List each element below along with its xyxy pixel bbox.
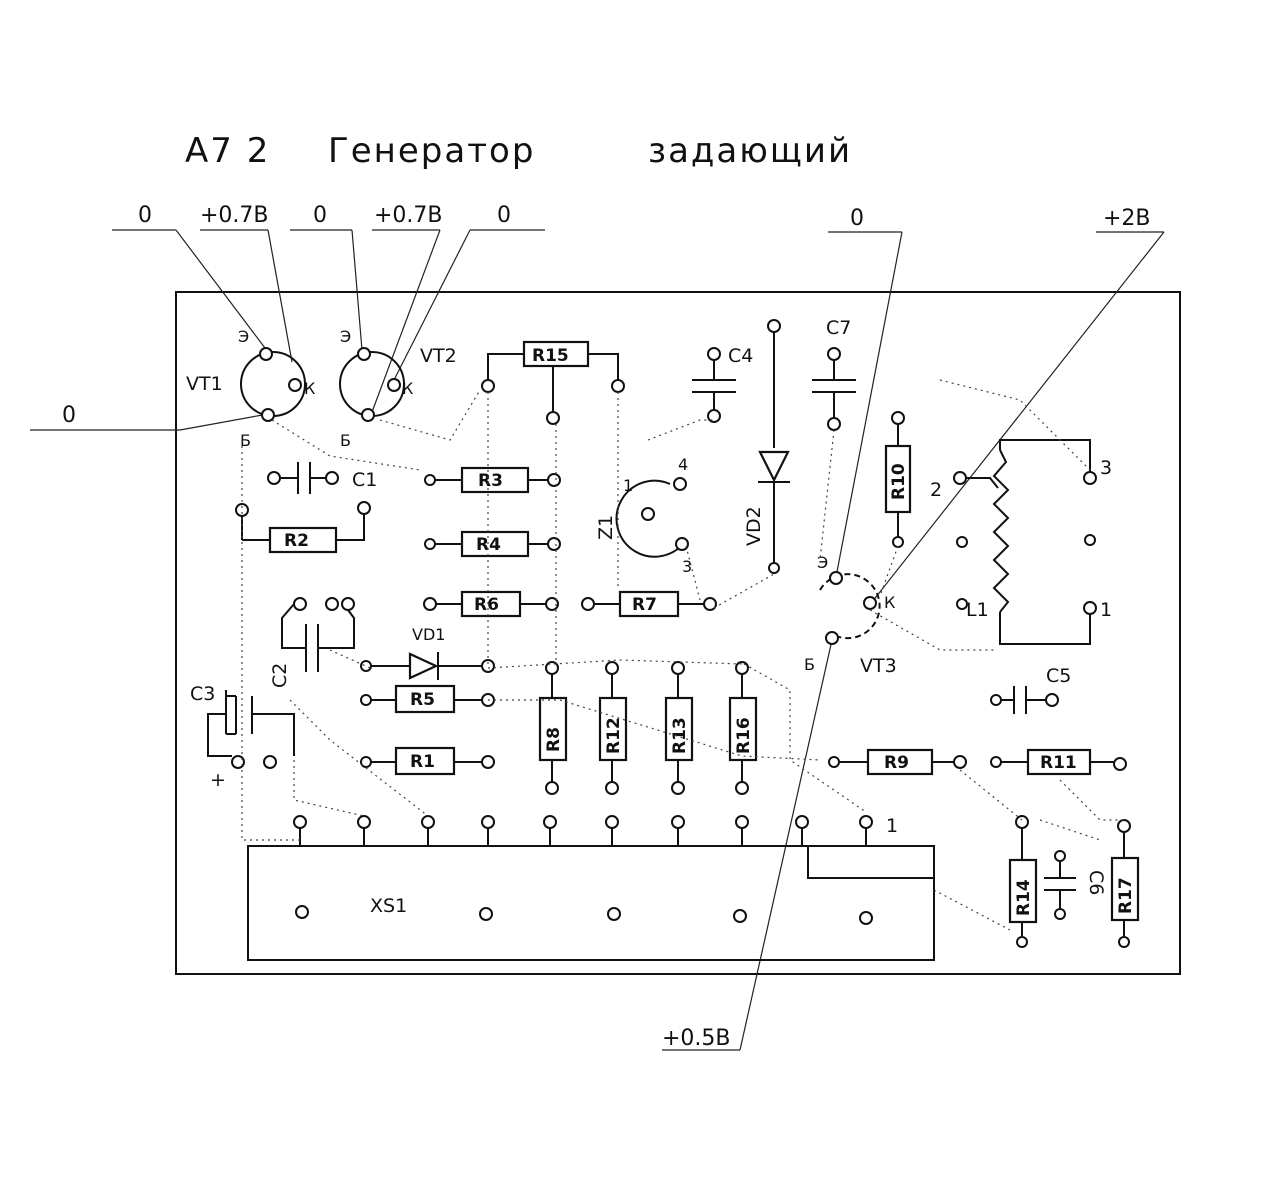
capacitor-c2: C2: [269, 597, 355, 688]
r7-label: R7: [632, 595, 657, 615]
c1-label: C1: [352, 469, 377, 491]
resistor-r12: R12: [598, 661, 628, 795]
vt2-collector-label: К: [402, 379, 414, 398]
voltage-vt2-base: +0.7В: [374, 203, 443, 228]
l1-pin3-label: 3: [1100, 457, 1112, 479]
diagram-title: A7 2 Генератор задающий: [185, 131, 852, 171]
l1-pin1-label: 1: [1100, 599, 1112, 621]
diode-vd1: VD1: [360, 625, 495, 680]
resistor-r3: R3: [424, 466, 561, 494]
r6-label: R6: [474, 595, 499, 615]
c6-label: C6: [1085, 870, 1107, 895]
transistor-vt1: VT1 Э К Б: [186, 327, 316, 450]
vt3-collector-label: К: [884, 593, 896, 612]
resistor-r7: R7: [581, 590, 717, 618]
r9-label: R9: [884, 753, 909, 773]
z1-label: Z1: [595, 515, 617, 540]
resistor-r9: R9: [828, 748, 967, 776]
vt1-emitter-label: Э: [238, 327, 249, 346]
c5-label: C5: [1046, 665, 1071, 687]
vt1-label: VT1: [186, 373, 223, 395]
resistor-r4: R4: [424, 530, 561, 558]
r8-label: R8: [544, 727, 564, 752]
vt3-emitter-label: Э: [817, 553, 828, 572]
diode-vd2: VD2: [743, 319, 790, 574]
voltage-vt1-emitter: 0: [138, 203, 152, 228]
capacitor-c6: C6: [1044, 850, 1107, 920]
r16-label: R16: [734, 717, 754, 754]
voltage-vt3-collector: +2В: [1103, 206, 1151, 231]
capacitor-c1: C1: [267, 462, 377, 494]
voltage-xs1: +0.5В: [662, 1026, 731, 1051]
l1-pin2-label: 2: [930, 479, 942, 501]
vd1-label: VD1: [412, 625, 445, 644]
r11-label: R11: [1040, 753, 1077, 773]
capacitor-c7: C7: [812, 317, 856, 431]
vt3-label: VT3: [860, 655, 897, 677]
r15-label: R15: [532, 346, 569, 366]
inductor-l1: 2 3 1 L1: [930, 439, 1112, 645]
resistor-r5: R5: [360, 684, 495, 714]
transistor-vt3: Э К Б VT3: [804, 553, 897, 677]
resistor-r17: R17: [1110, 819, 1140, 948]
xs1-label: XS1: [370, 895, 407, 917]
l1-label: L1: [966, 599, 989, 621]
r12-label: R12: [604, 717, 624, 754]
vt2-label: VT2: [420, 345, 457, 367]
resistor-r10: R10: [884, 411, 912, 548]
z1-pin1-label: 1: [623, 476, 633, 495]
r14-label: R14: [1014, 879, 1034, 916]
r3-label: R3: [478, 471, 503, 491]
r17-label: R17: [1116, 877, 1136, 914]
vt2-emitter-label: Э: [340, 327, 351, 346]
c2-label: C2: [269, 663, 291, 688]
resistor-r2: R2: [235, 501, 371, 554]
title-name: Генератор: [328, 131, 535, 171]
resistor-r1: R1: [360, 746, 495, 776]
connector-xs1: XS1 1: [247, 815, 935, 961]
crystal-z1: 4 1 3 Z1: [595, 455, 692, 576]
voltage-labels: 0 +0.7В 0 +0.7В 0 0 +2В 0 +0.5В: [30, 203, 1165, 1051]
xs1-pin1-label: 1: [886, 815, 898, 837]
resistor-r11: R11: [990, 748, 1127, 776]
vt1-collector-label: К: [304, 379, 316, 398]
title-code: A7 2: [185, 131, 270, 171]
resistor-r13: R13: [664, 661, 694, 795]
resistor-r8: R8: [538, 661, 568, 795]
voltage-vt2-collector: 0: [497, 203, 511, 228]
board-outline: [175, 291, 1181, 975]
vd2-label: VD2: [743, 506, 765, 546]
r4-label: R4: [476, 535, 501, 555]
resistor-r15: R15: [481, 340, 625, 425]
voltage-vt1-base: +0.7В: [200, 203, 269, 228]
c3-label: C3: [190, 683, 215, 705]
capacitor-c3: C3 +: [190, 683, 295, 791]
vt3-base-label: Б: [804, 655, 815, 674]
voltage-vt3-emitter: 0: [850, 206, 864, 231]
vt1-base-label: Б: [240, 431, 251, 450]
c3-plus-label: +: [210, 769, 226, 791]
dotted-traces: [241, 379, 1124, 931]
voltage-vt1-side: 0: [62, 403, 76, 428]
r13-label: R13: [670, 717, 690, 754]
r5-label: R5: [410, 690, 435, 710]
vt2-base-label: Б: [340, 431, 351, 450]
resistor-r6: R6: [423, 590, 559, 618]
r1-label: R1: [410, 752, 435, 772]
resistor-r16: R16: [728, 661, 758, 795]
capacitor-c5: C5: [990, 665, 1071, 714]
title-qualifier: задающий: [648, 131, 852, 171]
voltage-vt2-emitter: 0: [313, 203, 327, 228]
transistor-vt2: VT2 Э К Б: [339, 327, 457, 450]
z1-pin3-label: 3: [682, 557, 692, 576]
c7-label: C7: [826, 317, 851, 339]
capacitor-c4: C4: [692, 345, 753, 423]
resistor-r14: R14: [1008, 815, 1038, 948]
r2-label: R2: [284, 531, 309, 551]
r10-label: R10: [889, 463, 909, 500]
z1-pin4-label: 4: [678, 455, 688, 474]
c4-label: C4: [728, 345, 753, 367]
